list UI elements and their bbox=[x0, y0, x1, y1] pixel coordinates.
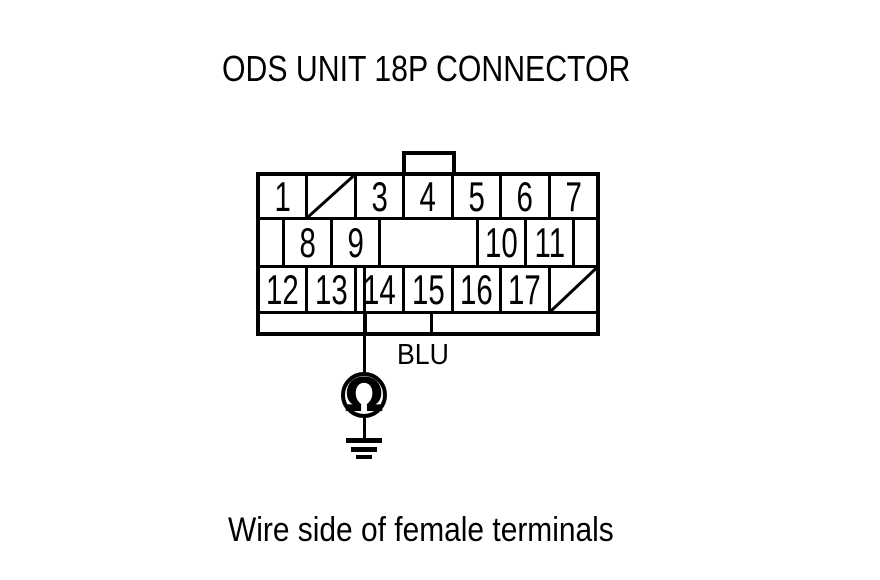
strip-segment bbox=[367, 314, 433, 332]
connector-row-1: 1 3 4 5 6 7 bbox=[260, 176, 596, 220]
pin-cell-7: 7 bbox=[565, 176, 582, 217]
pin-cell-3: 3 bbox=[357, 176, 406, 217]
pin-cell-4: 4 bbox=[405, 176, 454, 217]
pin-cell-14: 14 bbox=[357, 268, 406, 311]
page-title-text: ODS UNIT 18P CONNECTOR bbox=[222, 48, 631, 89]
connector-row-2: 8 9 10 11 bbox=[260, 220, 596, 268]
pin-cell-13: 13 bbox=[308, 268, 357, 311]
no-pin-slash-icon bbox=[308, 176, 354, 217]
pin-cell-10: 10 bbox=[479, 220, 527, 265]
no-pin-cell-18 bbox=[550, 268, 596, 311]
pin-cell-17: 17 bbox=[502, 268, 551, 311]
connector-keying-tab bbox=[402, 151, 456, 176]
ground-bar-middle bbox=[351, 447, 377, 452]
ground-bar-bottom bbox=[356, 455, 372, 459]
connector-body: 1 3 4 5 6 7 bbox=[256, 172, 600, 336]
no-pin-slash-icon bbox=[550, 268, 596, 311]
blank-cell bbox=[575, 220, 596, 265]
diagram-caption: Wire side of female terminals bbox=[228, 513, 666, 547]
pin-cell-12: 12 bbox=[260, 268, 309, 311]
page-title: ODS UNIT 18P CONNECTOR bbox=[222, 51, 708, 87]
pin-cell-1: 1 bbox=[260, 176, 309, 217]
pin-cell-8: 8 bbox=[285, 220, 333, 265]
ground-wire-line bbox=[363, 417, 366, 439]
pin-cell-15: 15 bbox=[405, 268, 454, 311]
strip-segment bbox=[433, 314, 596, 332]
blank-cell bbox=[381, 220, 479, 265]
strip-segment bbox=[260, 314, 367, 332]
omega-glyph: Ω bbox=[344, 368, 384, 422]
ohmmeter-icon: Ω bbox=[341, 372, 387, 418]
pin-cell-9: 9 bbox=[333, 220, 381, 265]
connector-bottom-strip bbox=[260, 314, 596, 332]
diagram-caption-text: Wire side of female terminals bbox=[228, 511, 614, 549]
pin-cell-6: 6 bbox=[502, 176, 551, 217]
no-pin-cell-2 bbox=[308, 176, 357, 217]
pin-cell-11: 11 bbox=[527, 220, 575, 265]
test-wire-line bbox=[363, 268, 366, 372]
ground-bar-top bbox=[346, 438, 382, 443]
pin-cell-16: 16 bbox=[454, 268, 503, 311]
connector-row-3: 12 13 14 15 16 17 bbox=[260, 268, 596, 314]
pin-cell-5: 5 bbox=[454, 176, 503, 217]
wire-color-label: BLU bbox=[397, 339, 449, 371]
blank-cell bbox=[260, 220, 285, 265]
